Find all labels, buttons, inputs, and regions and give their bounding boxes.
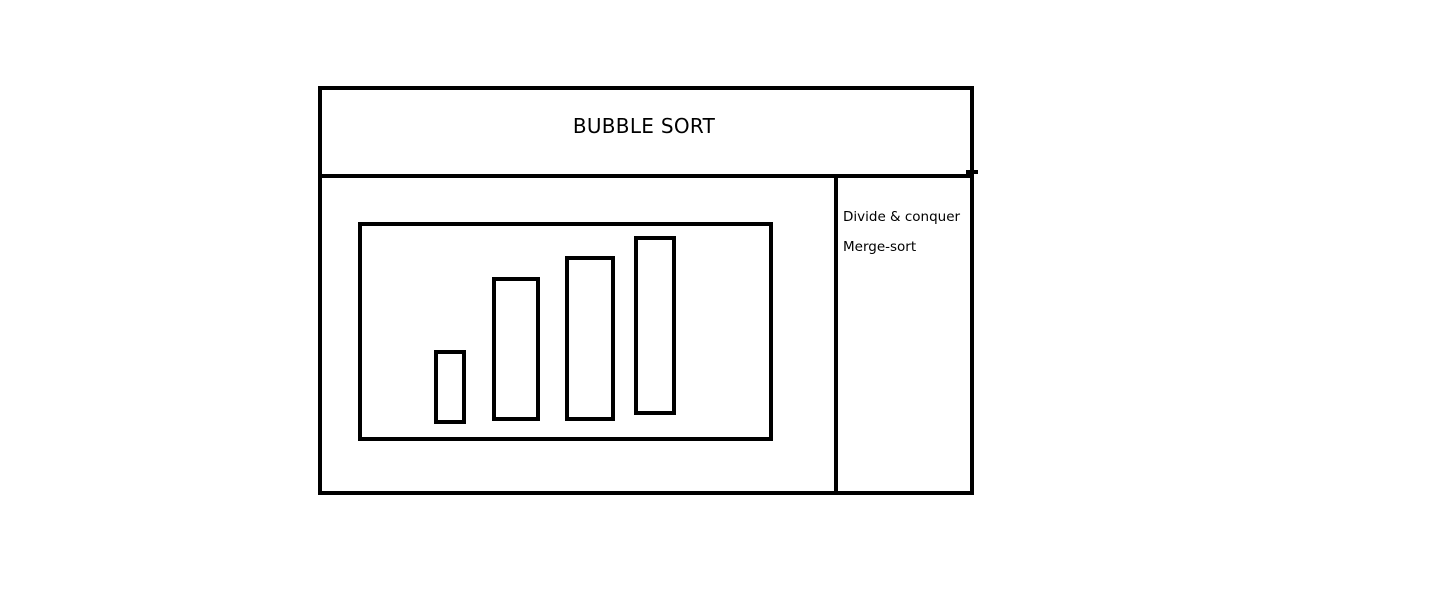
bar-4	[634, 236, 676, 415]
page-title: BUBBLE SORT	[572, 114, 716, 138]
bar-2	[492, 277, 540, 421]
sidebar-item-merge-sort[interactable]: Merge-sort	[843, 239, 917, 255]
header-divider-overhang	[966, 170, 978, 174]
header-bar: BUBBLE SORT	[322, 90, 970, 178]
sidebar-item-divide-and-conquer[interactable]: Divide & conquer	[843, 209, 961, 225]
bar-3	[565, 256, 615, 421]
sidebar: Divide & conquer Merge-sort	[834, 178, 974, 491]
app-window-frame: BUBBLE SORT Divide & conquer Merge-sort	[318, 86, 974, 495]
bars-svg	[434, 236, 676, 424]
bar-1	[434, 350, 466, 424]
bar-visualization-panel	[358, 222, 773, 441]
sidebar-list: Divide & conquer Merge-sort	[838, 202, 974, 262]
